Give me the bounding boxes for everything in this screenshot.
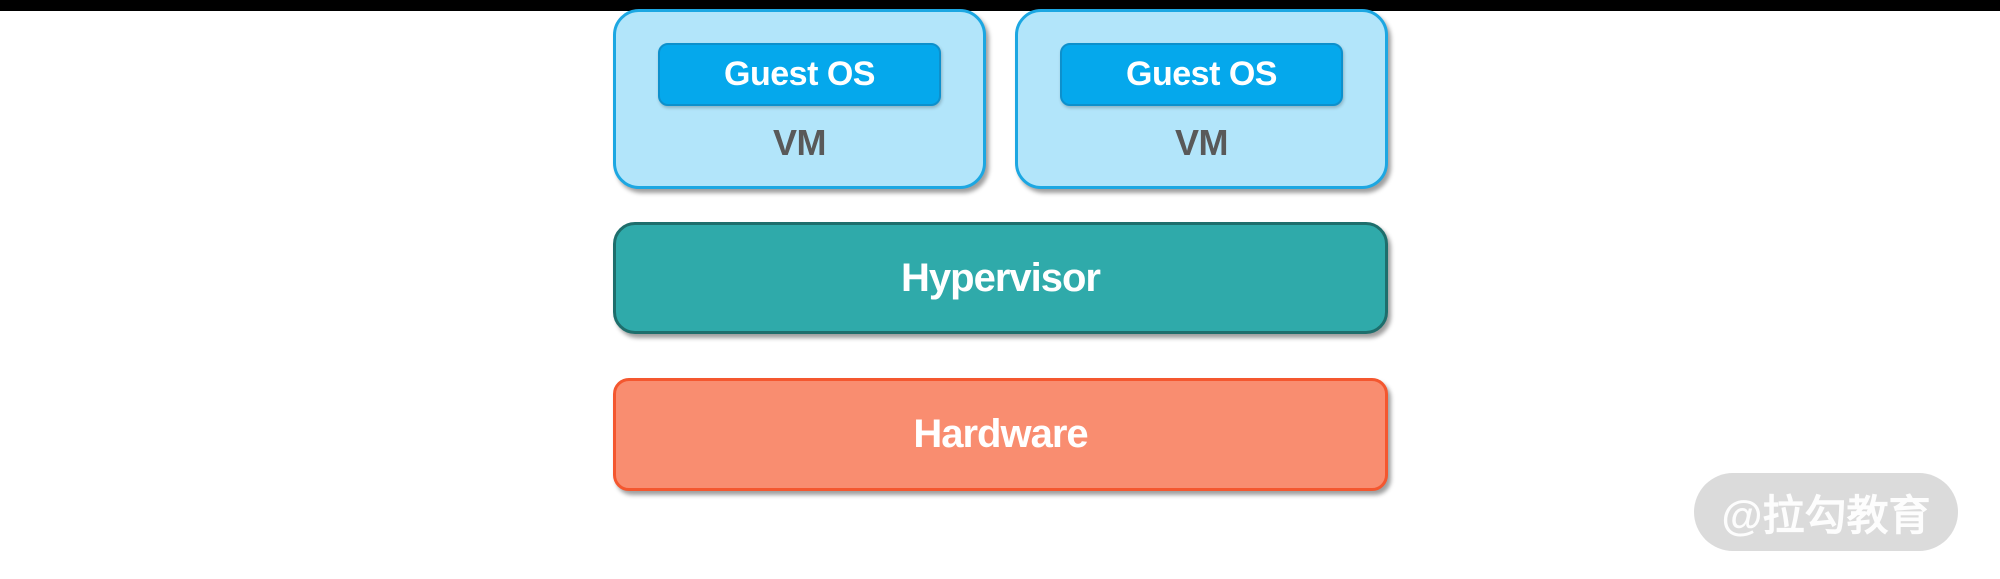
hardware-label: Hardware — [913, 412, 1088, 456]
top-black-bar — [0, 0, 2000, 11]
watermark-badge: @拉勾教育 — [1694, 473, 1958, 551]
guest-os-label-1: Guest OS — [724, 55, 875, 93]
guest-os-label-2: Guest OS — [1126, 55, 1277, 93]
vm-label-2: VM — [1175, 122, 1229, 163]
hypervisor-box: Hypervisor — [613, 222, 1388, 334]
guest-os-box-1: Guest OS — [658, 43, 941, 106]
hardware-box: Hardware — [613, 378, 1388, 491]
hypervisor-label: Hypervisor — [901, 255, 1101, 300]
vm-label-1: VM — [773, 122, 827, 163]
vm-box-1: Guest OS VM — [613, 9, 986, 189]
watermark-text: @拉勾教育 — [1721, 491, 1931, 539]
vm-box-2: Guest OS VM — [1015, 9, 1388, 189]
guest-os-box-2: Guest OS — [1060, 43, 1343, 106]
